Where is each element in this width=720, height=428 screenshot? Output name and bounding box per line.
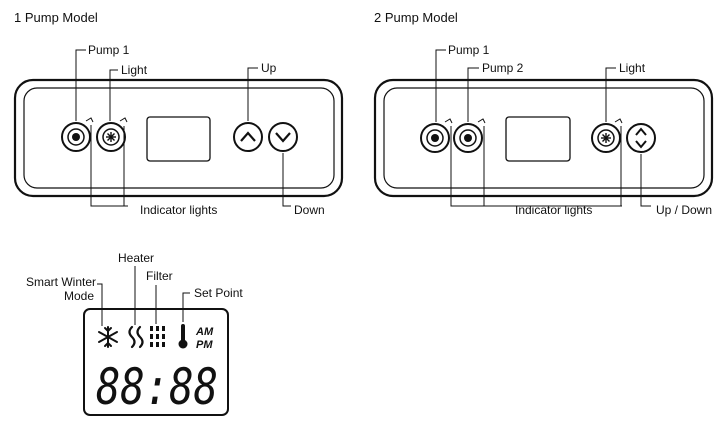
label-up-down: Up / Down: [656, 203, 712, 217]
panel-2-display-window: [505, 116, 571, 162]
label-pump1: Pump 1: [88, 43, 130, 57]
panel-2-pump2-button[interactable]: [453, 123, 483, 153]
pump-button-icon: [431, 134, 439, 142]
light-button-icon: [106, 132, 116, 142]
leader-indicator-lights: [90, 125, 128, 207]
panel-1-indicator-light-1: [85, 117, 94, 123]
leader-light: [109, 69, 118, 121]
leader-updown: [640, 154, 651, 207]
snowflake-icon: [98, 326, 118, 348]
label-filter: Filter: [146, 269, 173, 283]
leader-up: [247, 67, 258, 121]
filter-icon: [150, 326, 165, 347]
panel-1-inner-frame: [23, 87, 335, 189]
label-light: Light: [121, 63, 148, 77]
leader-pump2: [467, 67, 479, 122]
label-light-2: Light: [619, 61, 646, 75]
label-pump1-2: Pump 1: [448, 43, 490, 57]
label-heater: Heater: [118, 251, 154, 265]
label-indicator-lights: Indicator lights: [140, 203, 217, 217]
panel-1-display-window: [146, 116, 211, 162]
pump-button-icon: [464, 134, 472, 142]
lcd-display-detail: AM PM 88:88 Smart Winter Mode Heater Fil…: [26, 251, 243, 416]
title-2-pump-model: 2 Pump Model: [374, 10, 458, 25]
am-indicator: AM: [195, 326, 214, 338]
down-arrow-icon: [275, 132, 291, 143]
thermometer-icon: [178, 324, 188, 349]
leader-indicator-lights-2: [450, 126, 622, 207]
heater-wave-icon: [128, 325, 144, 349]
leader-pump1: [75, 49, 86, 121]
label-pump2: Pump 2: [482, 61, 524, 75]
panel-1-pump1-button[interactable]: [61, 122, 91, 152]
panel-2-outer-frame: [373, 78, 714, 198]
panel-2-pump: Pump 1 Pump 2 Light Up / Down Indicator …: [373, 43, 714, 217]
panel-1-down-button[interactable]: [268, 122, 298, 152]
label-set-point: Set Point: [194, 286, 243, 300]
leader-pump1-2: [435, 49, 446, 122]
down-arrow-icon: [635, 140, 647, 149]
panel-2-indicator-light-1: [444, 118, 453, 124]
panel-1-indicator-light-2: [119, 117, 128, 123]
pm-indicator: PM: [196, 339, 213, 351]
panel-2-inner-frame: [383, 87, 705, 189]
leader-down: [282, 153, 291, 207]
panel-1-light-button[interactable]: [96, 122, 126, 152]
panel-1-outer-frame: [13, 78, 344, 198]
label-smart-winter-line1: Smart Winter: [26, 275, 96, 289]
up-arrow-icon: [240, 131, 256, 142]
panel-2-indicator-light-3: [614, 118, 623, 124]
title-1-pump-model: 1 Pump Model: [14, 10, 98, 25]
leader-light-2: [605, 67, 616, 122]
label-indicator-lights-2: Indicator lights: [515, 203, 592, 217]
panel-1-pump: Pump 1 Light Up Down Indicator lights: [13, 43, 344, 217]
leader-smart-winter: [97, 283, 103, 326]
label-smart-winter-line2: Mode: [64, 289, 94, 303]
panel-2-indicator-light-2: [477, 118, 486, 124]
up-arrow-icon: [635, 127, 647, 136]
label-up: Up: [261, 61, 277, 75]
panel-2-pump1-button[interactable]: [420, 123, 450, 153]
leader-set-point: [182, 292, 190, 322]
pump-button-icon: [72, 133, 80, 141]
label-down: Down: [294, 203, 325, 217]
panel-2-up-down-button[interactable]: [626, 123, 656, 153]
lcd-digits: 88:88: [96, 358, 218, 416]
light-button-icon: [601, 133, 611, 143]
panel-2-light-button[interactable]: [591, 123, 621, 153]
panel-1-up-button[interactable]: [233, 122, 263, 152]
